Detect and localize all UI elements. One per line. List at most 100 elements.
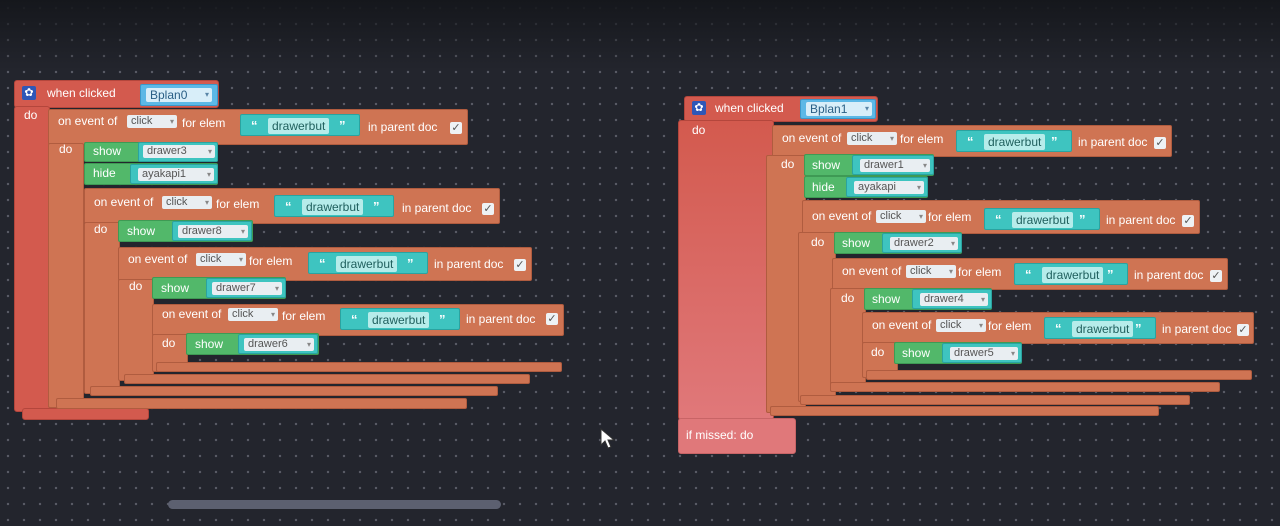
event-type-dropdown[interactable]: click▾ [906,265,956,278]
dropdown-arrow-icon: ▾ [238,255,243,264]
show-label: show [842,236,871,250]
event-type-dropdown[interactable]: click▾ [228,308,278,321]
event-type-value: click [200,253,222,265]
checkbox-icon[interactable]: ✓ [450,122,462,134]
checkbox-icon[interactable]: ✓ [546,313,558,325]
event-label: on event of [812,209,872,223]
string-block[interactable]: “drawerbut” [956,130,1072,152]
dropdown-arrow-icon: ▾ [204,90,209,99]
string-value[interactable]: drawerbut [302,199,364,215]
event-block-3-body [118,279,154,381]
in-parent-doc-label: in parent doc [1134,268,1204,282]
event-block-1-footer [770,406,1159,416]
string-block[interactable]: “ drawerbut ” [340,308,460,330]
event-type-dropdown[interactable]: click ▾ [196,253,246,266]
gear-icon[interactable]: ✿ [692,101,706,115]
do-label: do [841,291,855,305]
event-type-value: click [880,210,902,222]
horizontal-scrollbar[interactable] [168,500,501,509]
string-value[interactable]: drawerbut [368,312,430,328]
dropdown-arrow-icon: ▾ [274,284,279,293]
string-value[interactable]: drawerbut [336,256,398,272]
event-type-value: click [910,265,932,277]
in-parent-doc-label: in parent doc [368,120,438,134]
component-dropdown[interactable]: drawer8▾ [178,225,248,238]
component-dropdown[interactable]: Bplan0 ▾ [146,88,212,102]
quote-icon: “ [319,256,326,271]
for-elem-label: for elem [928,210,972,224]
component-dropdown-value: Bplan0 [150,88,188,102]
show-label: show [93,144,122,158]
for-elem-label: for elem [958,265,1002,279]
show-label: show [195,337,224,351]
event-type-dropdown[interactable]: click▾ [162,196,212,209]
show-label: show [161,281,190,295]
component-dropdown[interactable]: ayakapi▾ [854,181,924,194]
event-label: on event of [162,307,222,321]
for-elem-label: for elem [249,254,293,268]
string-block[interactable]: “ drawerbut ” [308,252,428,274]
event-type-value: click [232,308,254,320]
event-label: on event of [842,264,902,278]
component-dropdown[interactable]: Bplan1▾ [806,102,872,116]
event-type-dropdown[interactable]: click▾ [127,115,177,128]
quote-icon: ” [1107,267,1114,282]
component-dropdown[interactable]: drawer5▾ [950,347,1018,360]
quote-icon: “ [351,312,358,327]
dropdown-arrow-icon: ▾ [864,104,869,113]
do-label: do [129,279,143,293]
quote-icon: ” [407,256,414,271]
string-value[interactable]: drawerbut [268,118,330,134]
string-value[interactable]: drawerbut [1072,321,1134,337]
quote-icon: “ [967,134,974,149]
dropdown-arrow-icon: ▾ [169,117,174,126]
component-dropdown[interactable]: drawer2▾ [890,237,958,250]
checkbox-icon[interactable]: ✓ [1154,137,1166,149]
quote-icon: “ [995,212,1002,227]
gear-icon[interactable]: ✿ [22,86,36,100]
dropdown-arrow-icon: ▾ [922,161,927,170]
event-block-2-body [84,222,120,394]
event-block-2-footer [90,386,498,396]
component-dropdown[interactable]: drawer4▾ [920,293,988,306]
string-value[interactable]: drawerbut [984,134,1046,150]
quote-icon: “ [285,199,292,214]
in-parent-doc-label: in parent doc [434,257,504,271]
checkbox-icon[interactable]: ✓ [482,203,494,215]
top-shadow [0,0,1280,70]
string-value[interactable]: drawerbut [1012,212,1074,228]
in-parent-doc-label: in parent doc [1162,322,1232,336]
component-dropdown[interactable]: drawer6▾ [244,338,314,351]
string-block[interactable]: “drawerbut” [1014,263,1128,285]
event-type-dropdown[interactable]: click▾ [936,319,986,332]
string-block[interactable]: “drawerbut” [1044,317,1156,339]
do-label: do [811,235,825,249]
event-type-value: click [166,196,188,208]
string-value[interactable]: drawerbut [1042,267,1104,283]
component-dropdown[interactable]: drawer1▾ [860,159,930,172]
checkbox-icon[interactable]: ✓ [1210,270,1222,282]
event-type-dropdown[interactable]: click▾ [876,210,926,223]
string-block[interactable]: “drawerbut” [984,208,1100,230]
string-block[interactable]: “drawerbut” [274,195,394,217]
component-value: drawer5 [954,347,994,359]
component-dropdown[interactable]: drawer7▾ [212,282,282,295]
checkbox-icon[interactable]: ✓ [1182,215,1194,227]
component-dropdown[interactable]: ayakapi1▾ [138,168,214,181]
event-block-2[interactable] [84,188,500,224]
component-dropdown[interactable]: drawer3▾ [143,145,215,158]
event-block-1-footer [56,398,467,409]
quote-icon: ” [439,312,446,327]
do-label: do [162,336,176,350]
dropdown-arrow-icon: ▾ [206,170,211,179]
show-label: show [902,346,931,360]
event-type-dropdown[interactable]: click▾ [847,132,897,145]
quote-icon: ” [1135,321,1142,336]
checkbox-icon[interactable]: ✓ [1237,324,1249,336]
in-parent-doc-label: in parent doc [402,201,472,215]
component-value: drawer3 [147,145,187,157]
checkbox-icon[interactable]: ✓ [514,259,526,271]
component-value: ayakapi [858,181,896,193]
string-block[interactable]: “drawerbut” [240,114,360,136]
dropdown-arrow-icon: ▾ [306,340,311,349]
